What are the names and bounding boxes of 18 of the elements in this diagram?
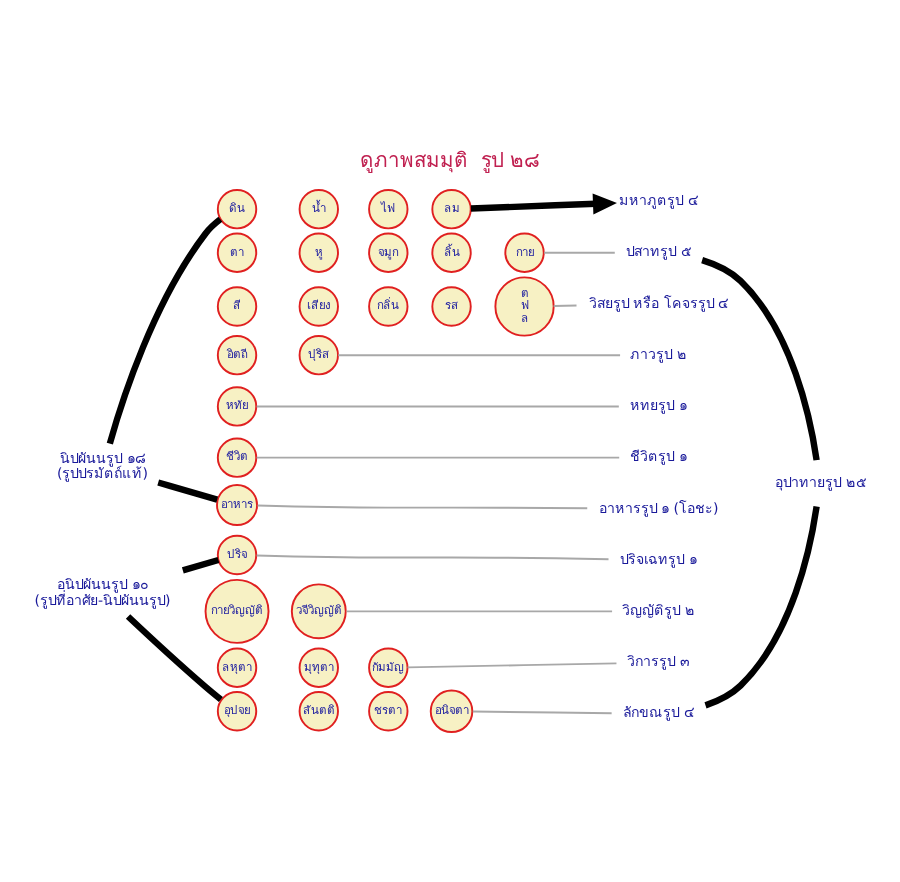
connector: [543, 251, 616, 254]
connector: [337, 354, 622, 357]
connector: [552, 304, 578, 307]
connector: [704, 505, 820, 709]
connector: [701, 257, 820, 461]
connector: [157, 479, 219, 503]
connector: [181, 556, 220, 574]
connector: [345, 610, 614, 613]
connector: [406, 662, 618, 669]
connector: [256, 504, 589, 510]
connector: [255, 554, 610, 561]
connector: [471, 710, 613, 715]
connector: [106, 216, 223, 445]
diagram-title: ดูภาพสมมุติ รูป ๒๘: [360, 148, 540, 173]
connector: [125, 614, 223, 703]
connector: [255, 405, 620, 408]
arrow: [470, 193, 617, 215]
connector: [255, 456, 621, 459]
